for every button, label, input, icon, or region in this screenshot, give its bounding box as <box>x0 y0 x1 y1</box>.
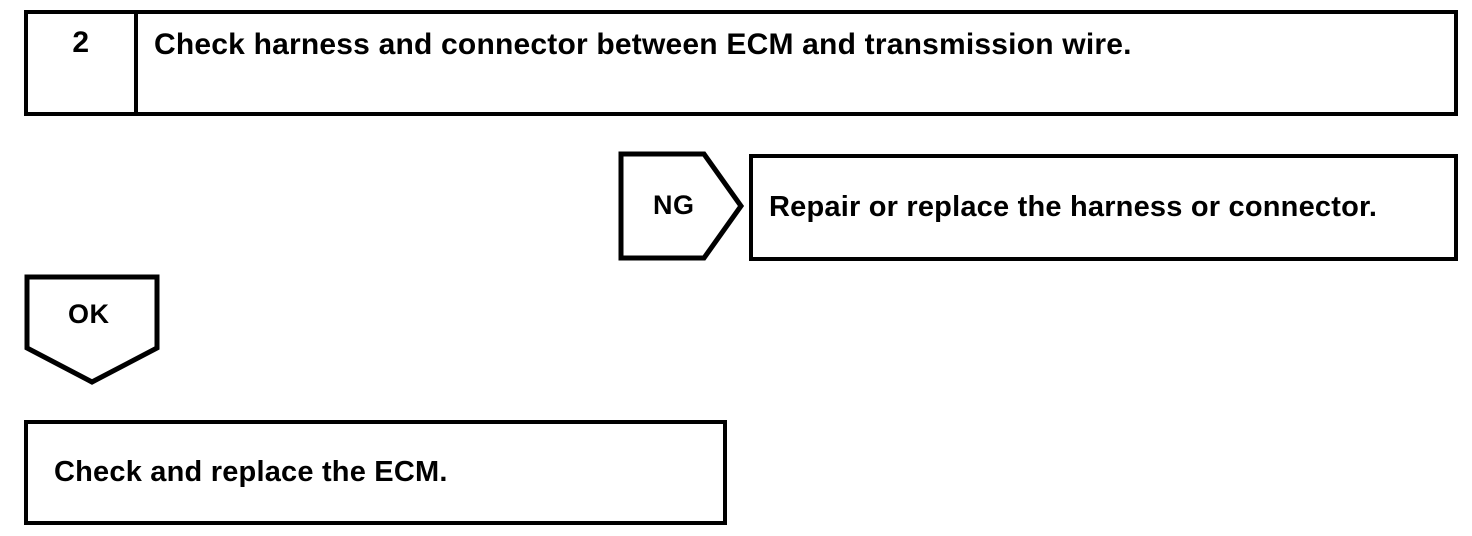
ng-arrow-icon <box>618 151 745 261</box>
ng-branch-marker: NG <box>618 151 745 261</box>
ok-result-box: Check and replace the ECM. <box>24 420 727 525</box>
ok-branch-label: OK <box>68 299 110 329</box>
step-instruction-cell: Check harness and connector between ECM … <box>138 14 1454 112</box>
ng-branch-label: NG <box>653 190 695 220</box>
ok-arrow-icon <box>24 274 160 385</box>
step-number-cell: 2 <box>28 14 138 112</box>
step-instruction: Check harness and connector between ECM … <box>154 28 1132 61</box>
ng-result-text: Repair or replace the harness or connect… <box>769 190 1378 223</box>
ng-result-box: Repair or replace the harness or connect… <box>749 154 1458 261</box>
step-number: 2 <box>72 26 90 59</box>
ok-result-text: Check and replace the ECM. <box>54 455 448 488</box>
step-box: 2 Check harness and connector between EC… <box>24 10 1458 116</box>
ok-branch-marker: OK <box>24 274 160 385</box>
